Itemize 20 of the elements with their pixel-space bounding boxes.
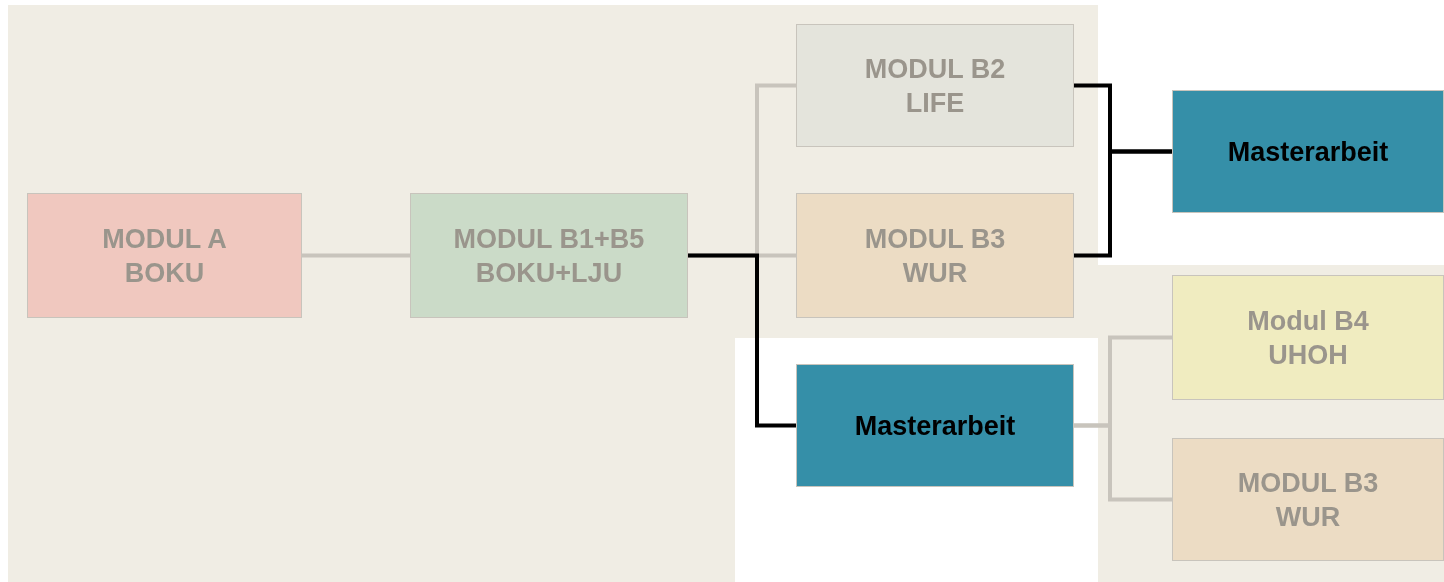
connector-line bbox=[302, 253, 410, 258]
connector-line bbox=[1074, 149, 1172, 258]
thesis-box bbox=[796, 364, 1074, 487]
box-label: Modul B4 UHOH bbox=[1246, 304, 1370, 372]
module-box bbox=[1172, 275, 1444, 400]
thesis-box bbox=[1172, 90, 1444, 213]
module-box bbox=[796, 24, 1074, 147]
module-box bbox=[1172, 438, 1444, 561]
box-label: Masterarbeit bbox=[853, 409, 1017, 443]
module-box bbox=[796, 193, 1074, 318]
box-label: MODUL B3 WUR bbox=[1236, 466, 1380, 534]
box-label: MODUL B3 WUR bbox=[863, 222, 1007, 290]
module-box bbox=[410, 193, 688, 318]
box-label: MODUL B1+B5 BOKU+LJU bbox=[452, 222, 646, 290]
box-label: MODUL A BOKU bbox=[101, 222, 228, 290]
connector-line bbox=[688, 253, 796, 428]
module-box bbox=[27, 193, 302, 318]
connector-line bbox=[1074, 423, 1172, 502]
box-label: Masterarbeit bbox=[1226, 135, 1390, 169]
box-label: MODUL B2 LIFE bbox=[863, 52, 1007, 120]
